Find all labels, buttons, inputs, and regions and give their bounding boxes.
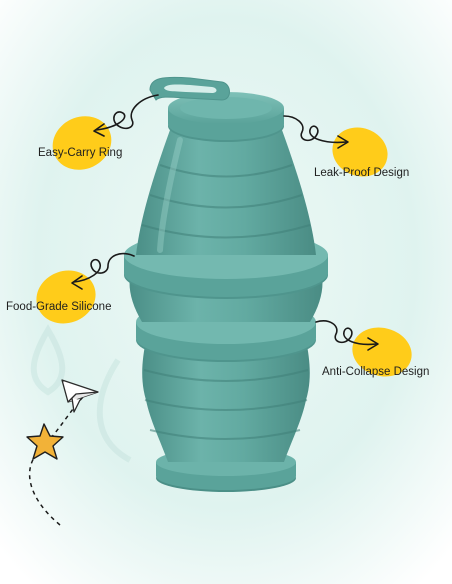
- feature-label-leak-proof-design: Leak-Proof Design: [314, 167, 410, 179]
- yellow-blob-leak: [332, 127, 388, 177]
- yellow-blob-food: [36, 270, 96, 324]
- arrow-anti-collapse: [315, 320, 379, 351]
- collapsible-bottle: [124, 76, 328, 492]
- dotted-trail: [29, 394, 86, 526]
- yellow-blob-collapse: [352, 327, 412, 377]
- arrow-leak-proof: [283, 115, 349, 149]
- feature-label-easy-carry-ring: Easy-Carry Ring: [38, 147, 123, 159]
- paper-plane-icon: [61, 379, 99, 413]
- carry-ring: [149, 76, 230, 101]
- arrow-food-grade: [71, 252, 135, 290]
- arrow-easy-carry: [93, 94, 159, 137]
- water-drop-icon: [30, 324, 132, 463]
- feature-label-anti-collapse-design: Anti-Collapse Design: [322, 366, 430, 378]
- star-icon: [26, 423, 64, 460]
- feature-label-food-grade-silicone: Food-Grade Silicone: [6, 301, 112, 313]
